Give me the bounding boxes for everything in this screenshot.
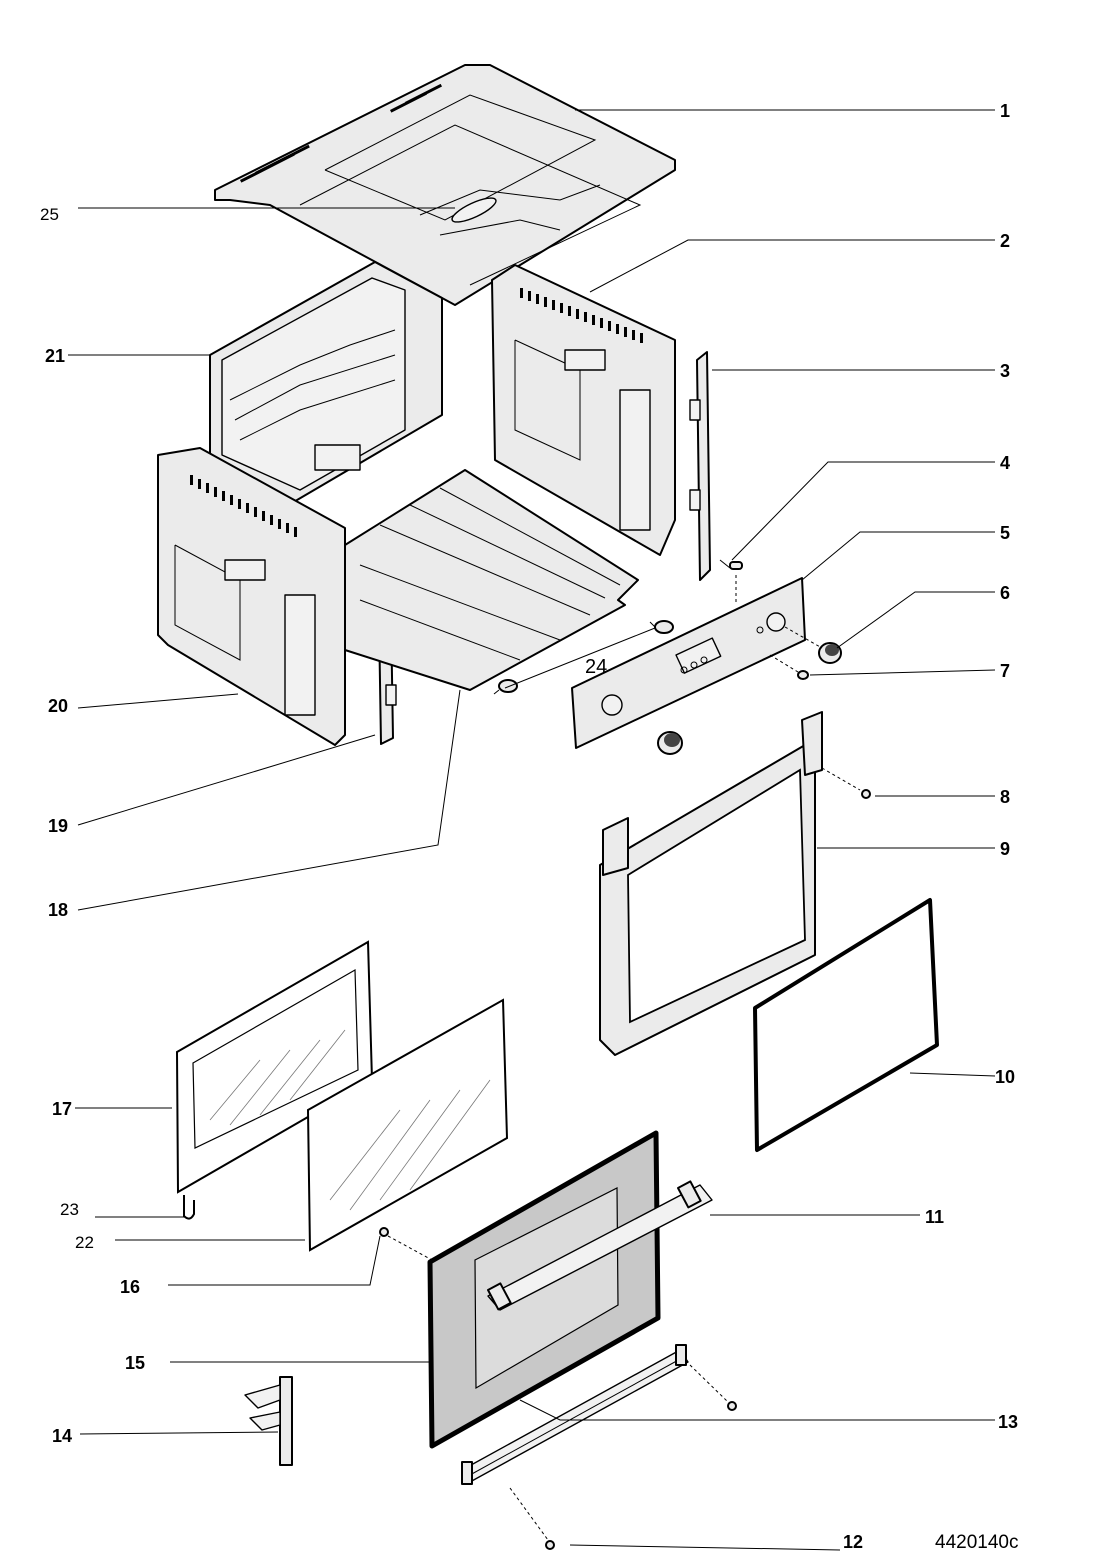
callout-20: 20 — [48, 696, 68, 716]
callout-10: 10 — [995, 1067, 1015, 1087]
trim-screw-right — [689, 1364, 737, 1411]
back-panel — [209, 261, 443, 511]
callout-25: 25 — [40, 205, 59, 224]
callout-labels: 1 2 3 4 5 6 7 8 9 10 11 12 13 14 15 16 1… — [40, 101, 1018, 1552]
callout-3: 3 — [1000, 361, 1010, 381]
callout-11: 11 — [925, 1207, 944, 1227]
door-handle — [486, 1180, 713, 1311]
outer-door-glass — [427, 1130, 661, 1449]
bottom-panel — [344, 469, 639, 691]
glass-clip — [183, 1195, 195, 1220]
callout-9: 9 — [1000, 839, 1010, 859]
indicator-bush — [769, 654, 809, 680]
middle-glass-panel — [306, 998, 509, 1252]
lamp-holder-top — [649, 620, 674, 634]
front-door-frame — [599, 711, 823, 1056]
callout-2: 2 — [1000, 231, 1010, 251]
callout-22: 22 — [75, 1233, 94, 1252]
callout-12: 12 — [843, 1532, 863, 1552]
control-knob-left — [657, 731, 683, 755]
frame-screw — [821, 767, 871, 799]
lamp-bulb — [719, 559, 743, 605]
control-panel — [571, 577, 806, 749]
door-gasket — [753, 898, 939, 1152]
callout-13: 13 — [998, 1412, 1018, 1432]
right-shelf-runner — [689, 351, 711, 581]
glass-screw — [379, 1227, 433, 1261]
callout-23: 23 — [60, 1200, 79, 1219]
door-hinge — [244, 1376, 293, 1466]
leader-lines — [68, 109, 996, 1551]
callout-15: 15 — [125, 1353, 145, 1373]
callout-6: 6 — [1000, 583, 1010, 603]
callout-19: 19 — [48, 816, 68, 836]
right-side-panel — [491, 264, 676, 556]
callout-21: 21 — [45, 346, 65, 366]
callout-7: 7 — [1000, 661, 1010, 681]
drawing-code: 4420140c — [935, 1532, 1018, 1553]
callout-8: 8 — [1000, 787, 1010, 807]
callout-5: 5 — [1000, 523, 1010, 543]
control-knob-right — [818, 642, 842, 664]
left-side-panel — [157, 447, 346, 746]
callout-24: 24 — [585, 656, 607, 678]
top-panel — [214, 64, 676, 306]
trim-screw-bottom — [509, 1487, 555, 1550]
callout-14: 14 — [52, 1426, 72, 1446]
door-bottom-trim — [461, 1344, 689, 1485]
callout-4: 4 — [1000, 453, 1010, 473]
lamp-holder-bottom — [493, 679, 518, 695]
callout-17: 17 — [52, 1099, 72, 1119]
callout-16: 16 — [120, 1277, 140, 1297]
callout-18: 18 — [48, 900, 68, 920]
callout-1: 1 — [1000, 101, 1010, 121]
